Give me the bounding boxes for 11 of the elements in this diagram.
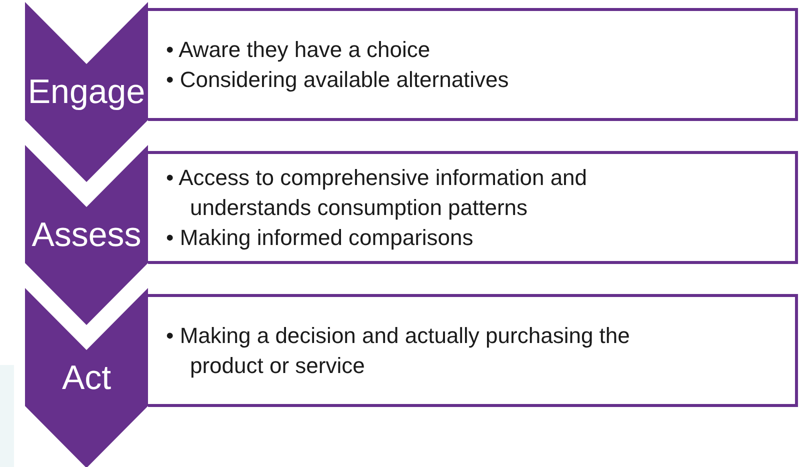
bullet-text: • Aware they have a choice <box>166 36 432 64</box>
stage-label: Act <box>62 358 112 398</box>
bullet-text: • Access to comprehensive information and understands consumption patterns <box>166 164 588 222</box>
bullet-text: • Making informed comparisons <box>166 224 474 252</box>
description-box <box>148 151 798 264</box>
stage-label: Assess <box>32 215 142 255</box>
description-box <box>148 294 798 407</box>
bullet-text: • Considering available alternatives <box>166 66 510 94</box>
stage-label: Engage <box>28 72 146 112</box>
bullet-text: • Making a decision and actually purchasing the product or service <box>166 322 631 380</box>
description-box <box>148 8 798 121</box>
